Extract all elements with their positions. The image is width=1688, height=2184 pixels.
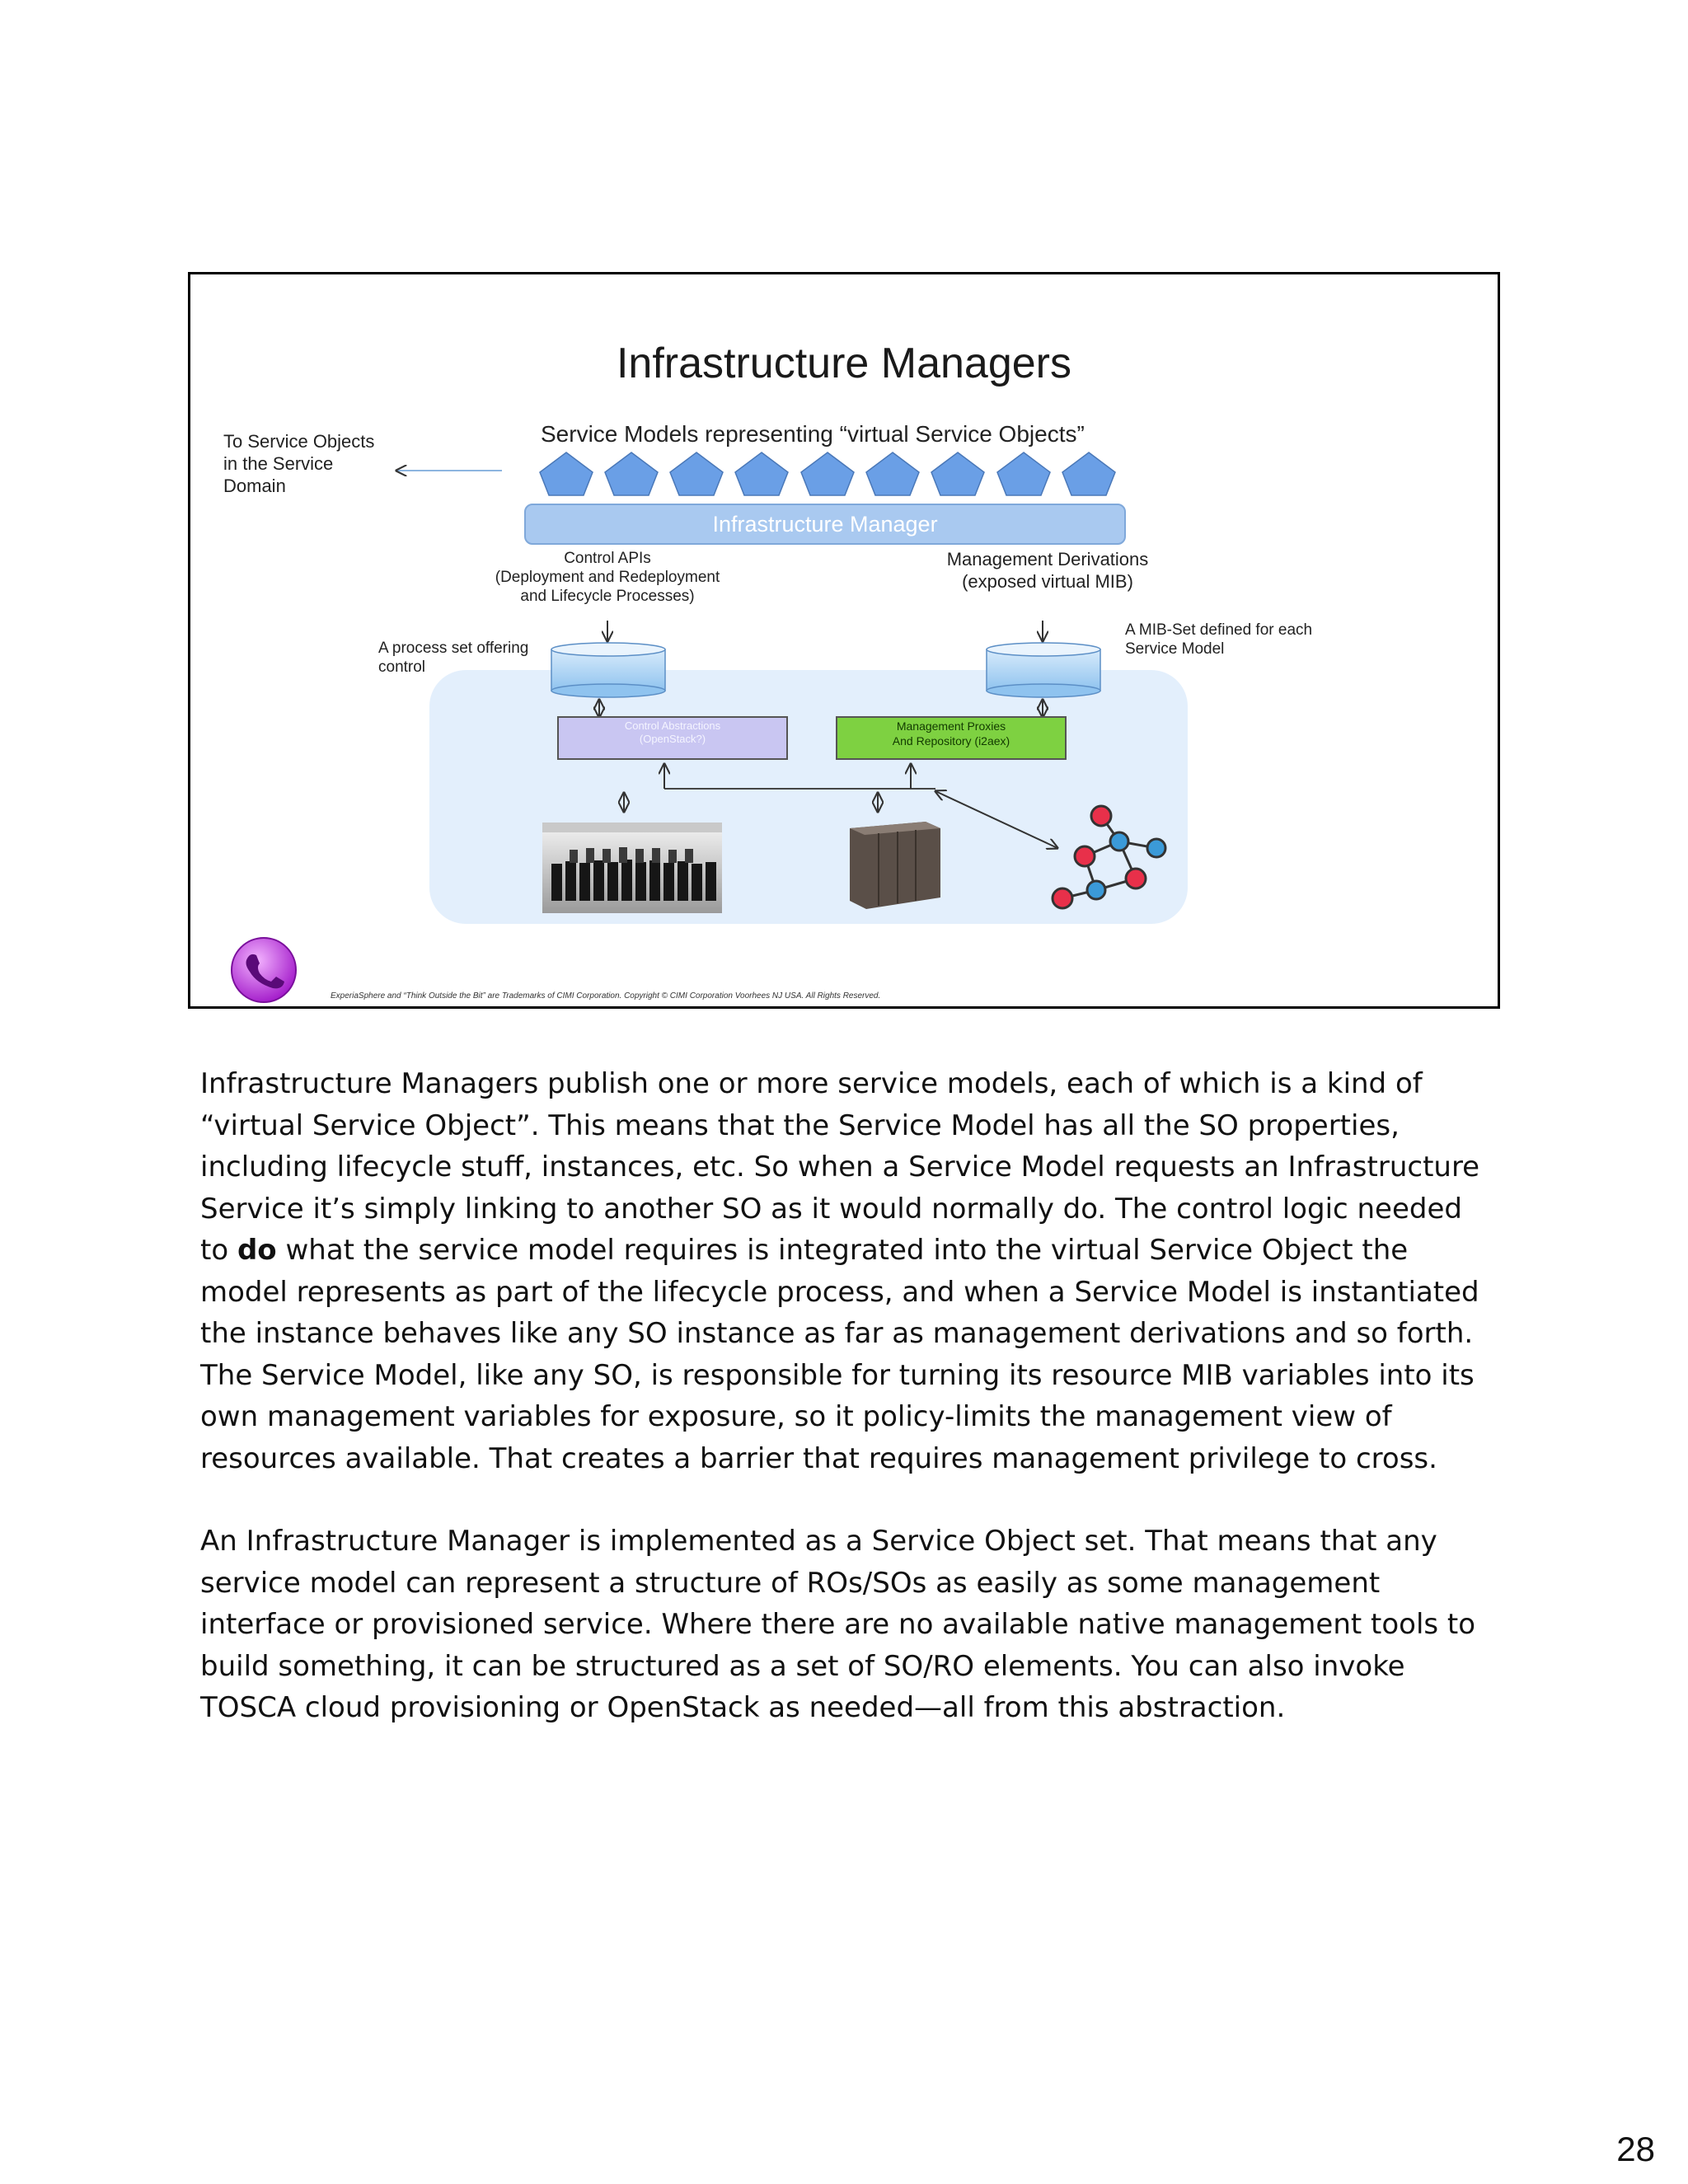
emphasis-do: do — [237, 1234, 277, 1267]
service-model-pentagon — [800, 452, 855, 496]
control-abstractions-box — [557, 716, 788, 760]
mib-set-cylinder — [986, 642, 1101, 698]
slide-subtitle: Service Models representing “virtual Ser… — [541, 421, 1085, 447]
service-model-pentagon — [734, 452, 789, 496]
service-model-pentagon — [865, 452, 920, 496]
to-service-objects-label: To Service Objects in the Service Domain — [223, 431, 375, 496]
service-model-pentagons — [539, 452, 1116, 496]
infrastructure-manager-label: Infrastructure Manager — [712, 512, 938, 537]
service-model-pentagon — [996, 452, 1051, 496]
control-abstractions-label: Control Abstractions (OpenStack?) — [624, 719, 721, 746]
slide-footer-trademark: ExperiaSphere and “Think Outside the Bit… — [331, 991, 881, 1001]
management-proxies-label: Management Proxies And Repository (i2aex… — [892, 719, 1010, 748]
notes-paragraph-2: An Infrastructure Manager is implemented… — [200, 1525, 1476, 1724]
process-set-label: A process set offering control — [378, 640, 529, 677]
management-proxies-box — [836, 716, 1067, 760]
service-model-pentagon — [669, 452, 724, 496]
server-cabinet-image — [850, 822, 940, 909]
slide-figure: Infrastructure Managers Service Models r… — [188, 272, 1500, 1009]
infrastructure-manager-bar — [524, 504, 1126, 545]
data-center-image — [542, 823, 722, 913]
notes-body: Infrastructure Managers publish one or m… — [200, 1063, 1486, 1729]
cimi-logo-icon — [231, 937, 297, 1003]
service-model-pentagon — [539, 452, 593, 496]
diagram-graphics — [231, 452, 1188, 1003]
slide-title: Infrastructure Managers — [616, 340, 1072, 387]
service-model-pentagon — [604, 452, 659, 496]
process-set-cylinder — [551, 642, 666, 698]
mib-set-label: A MIB-Set defined for each Service Model — [1125, 621, 1313, 658]
control-apis-label: Control APIs (Deployment and Redeploymen… — [495, 550, 720, 606]
network-graph-icon — [1051, 804, 1167, 910]
page-number: 28 — [1616, 2130, 1655, 2168]
notes-paragraph-1: Infrastructure Managers publish one or m… — [200, 1067, 1480, 1475]
service-model-pentagon — [1062, 452, 1116, 496]
management-derivations-label: Management Derivations (exposed virtual … — [946, 549, 1149, 592]
service-model-pentagon — [931, 452, 985, 496]
